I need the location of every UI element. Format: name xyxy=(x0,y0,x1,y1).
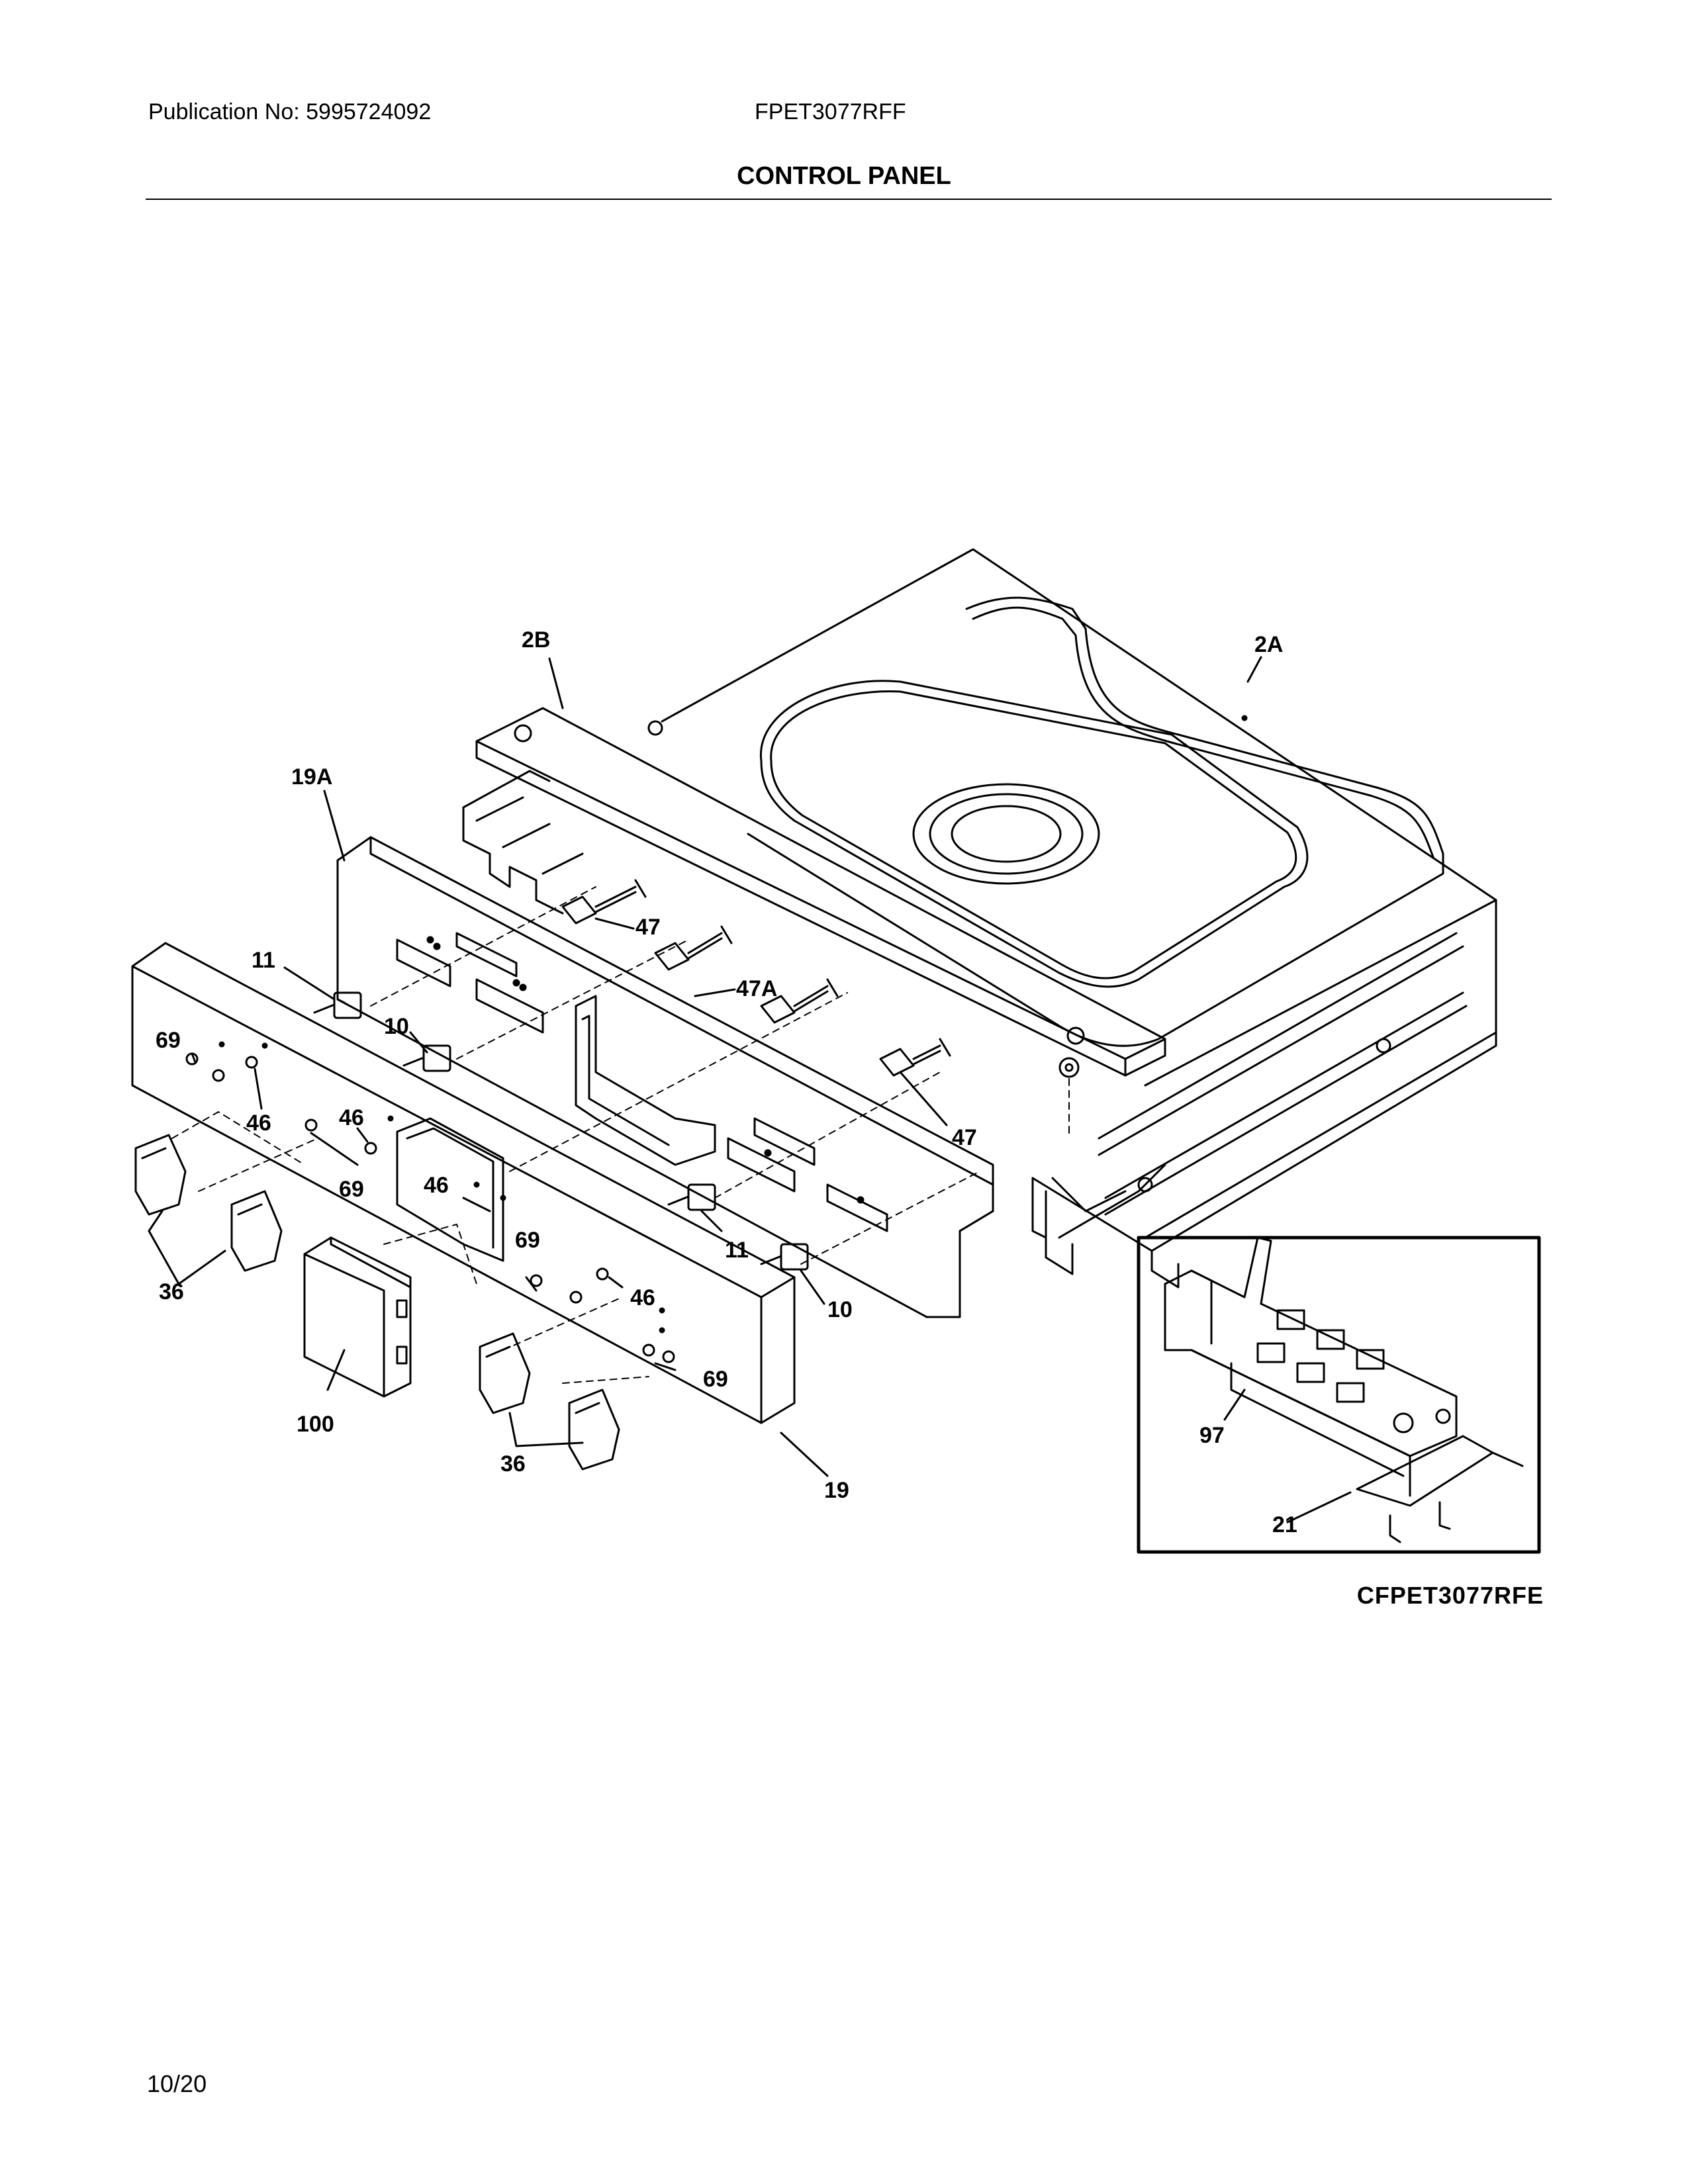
callout-46-c: 46 xyxy=(424,1173,449,1198)
callout-2b: 2B xyxy=(522,627,550,653)
callout-10-left: 10 xyxy=(384,1014,409,1039)
wire-harnesses xyxy=(561,879,951,1077)
callout-47a: 47A xyxy=(736,976,777,1001)
figure-code: CFPET3077RFE xyxy=(1356,1582,1544,1609)
publication-number: Publication No: 5995724092 xyxy=(148,99,432,124)
callout-2a: 2A xyxy=(1254,632,1283,657)
knobs xyxy=(134,1134,620,1471)
console-back-19a xyxy=(336,836,994,1318)
callout-19a: 19A xyxy=(291,764,332,790)
alignment-lines xyxy=(171,886,1070,1384)
callout-labels: 2A 2B 19A 47 47A 47 11 10 69 46 46 69 46… xyxy=(156,627,1297,1537)
callout-36-left: 36 xyxy=(159,1279,184,1304)
callout-97: 97 xyxy=(1199,1423,1225,1448)
leader-lines xyxy=(148,656,1352,1524)
display-module-100 xyxy=(303,1236,412,1398)
callout-21: 21 xyxy=(1272,1512,1297,1537)
callout-36-right: 36 xyxy=(500,1451,526,1477)
callout-46-a: 46 xyxy=(246,1111,271,1136)
inset-control-board xyxy=(1137,1236,1541,1554)
callout-19: 19 xyxy=(824,1478,849,1503)
callout-47-bottom: 47 xyxy=(952,1125,977,1150)
front-panel-19 xyxy=(131,942,796,1424)
switches xyxy=(313,991,809,1271)
model-number: FPET3077RFF xyxy=(755,99,906,124)
callout-11-left: 11 xyxy=(252,948,275,973)
callout-11-right: 11 xyxy=(725,1238,749,1263)
callout-46-d: 46 xyxy=(630,1285,655,1310)
header-rule xyxy=(146,199,1552,200)
callout-47-top: 47 xyxy=(635,915,661,940)
revision-date: 10/20 xyxy=(147,2070,207,2097)
callout-100: 100 xyxy=(297,1412,334,1437)
top-panel-2a xyxy=(661,548,1497,1289)
callout-10-right: 10 xyxy=(827,1297,853,1322)
callout-69-a: 69 xyxy=(156,1028,181,1053)
callout-69-b: 69 xyxy=(339,1177,364,1202)
trim-2b xyxy=(462,707,1166,1077)
callout-46-b: 46 xyxy=(339,1105,364,1130)
callout-69-c: 69 xyxy=(515,1228,540,1253)
section-title: CONTROL PANEL xyxy=(737,162,951,190)
callout-69-d: 69 xyxy=(703,1367,728,1392)
